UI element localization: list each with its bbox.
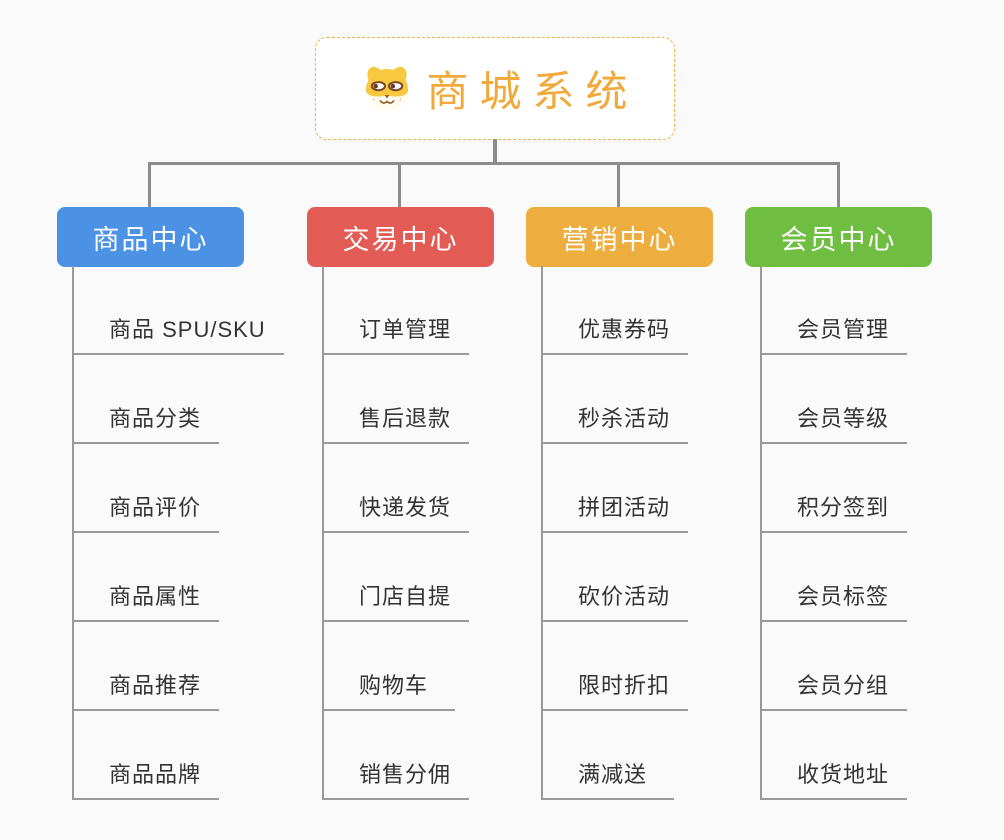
tree-item[interactable]: 售后退款 [324, 355, 470, 444]
branch-node-product-center[interactable]: 商品中心 [57, 207, 244, 267]
tree-item[interactable]: 商品评价 [74, 444, 220, 533]
tree-item[interactable]: 购物车 [324, 622, 455, 711]
tree-item[interactable]: 会员标签 [762, 533, 908, 622]
tree-item[interactable]: 满减送 [543, 711, 674, 800]
tree-item[interactable]: 秒杀活动 [543, 355, 689, 444]
tree-item[interactable]: 商品分类 [74, 355, 220, 444]
tree-item[interactable]: 优惠券码 [543, 266, 689, 355]
tree-item[interactable]: 会员分组 [762, 622, 908, 711]
tree-item[interactable]: 门店自提 [324, 533, 470, 622]
branch-node-member-center[interactable]: 会员中心 [745, 207, 932, 267]
branch-stem-connector [617, 164, 620, 207]
tree-item[interactable]: 商品属性 [74, 533, 220, 622]
tree-item[interactable]: 拼团活动 [543, 444, 689, 533]
tree-item[interactable]: 会员管理 [762, 266, 908, 355]
tree-item[interactable]: 订单管理 [324, 266, 470, 355]
child-column-marketing-center: 优惠券码秒杀活动拼团活动砍价活动限时折扣满减送 [541, 266, 689, 800]
tree-item[interactable]: 限时折扣 [543, 622, 689, 711]
branch-stem-connector [398, 164, 401, 207]
tree-item[interactable]: 会员等级 [762, 355, 908, 444]
child-column-member-center: 会员管理会员等级积分签到会员标签会员分组收货地址 [760, 266, 908, 800]
tree-item[interactable]: 商品 SPU/SKU [74, 266, 284, 355]
tree-item[interactable]: 砍价活动 [543, 533, 689, 622]
branch-node-marketing-center[interactable]: 营销中心 [526, 207, 713, 267]
root-stem-connector [493, 139, 497, 165]
branch-stem-connector [148, 164, 151, 207]
child-column-trade-center: 订单管理售后退款快递发货门店自提购物车销售分佣 [322, 266, 470, 800]
tree-item[interactable]: 商品推荐 [74, 622, 220, 711]
tree-item[interactable]: 收货地址 [762, 711, 908, 800]
tree-item[interactable]: 积分签到 [762, 444, 908, 533]
tree-item[interactable]: 销售分佣 [324, 711, 470, 800]
tree-item[interactable]: 商品品牌 [74, 711, 220, 800]
branch-node-trade-center[interactable]: 交易中心 [307, 207, 494, 267]
bus-connector [148, 162, 840, 165]
dog-face-icon [366, 66, 409, 112]
root-title: 商城系统 [426, 68, 639, 115]
root-node[interactable]: 商城系统 [315, 37, 675, 140]
tree-item[interactable]: 快递发货 [324, 444, 470, 533]
branch-stem-connector [837, 164, 840, 207]
